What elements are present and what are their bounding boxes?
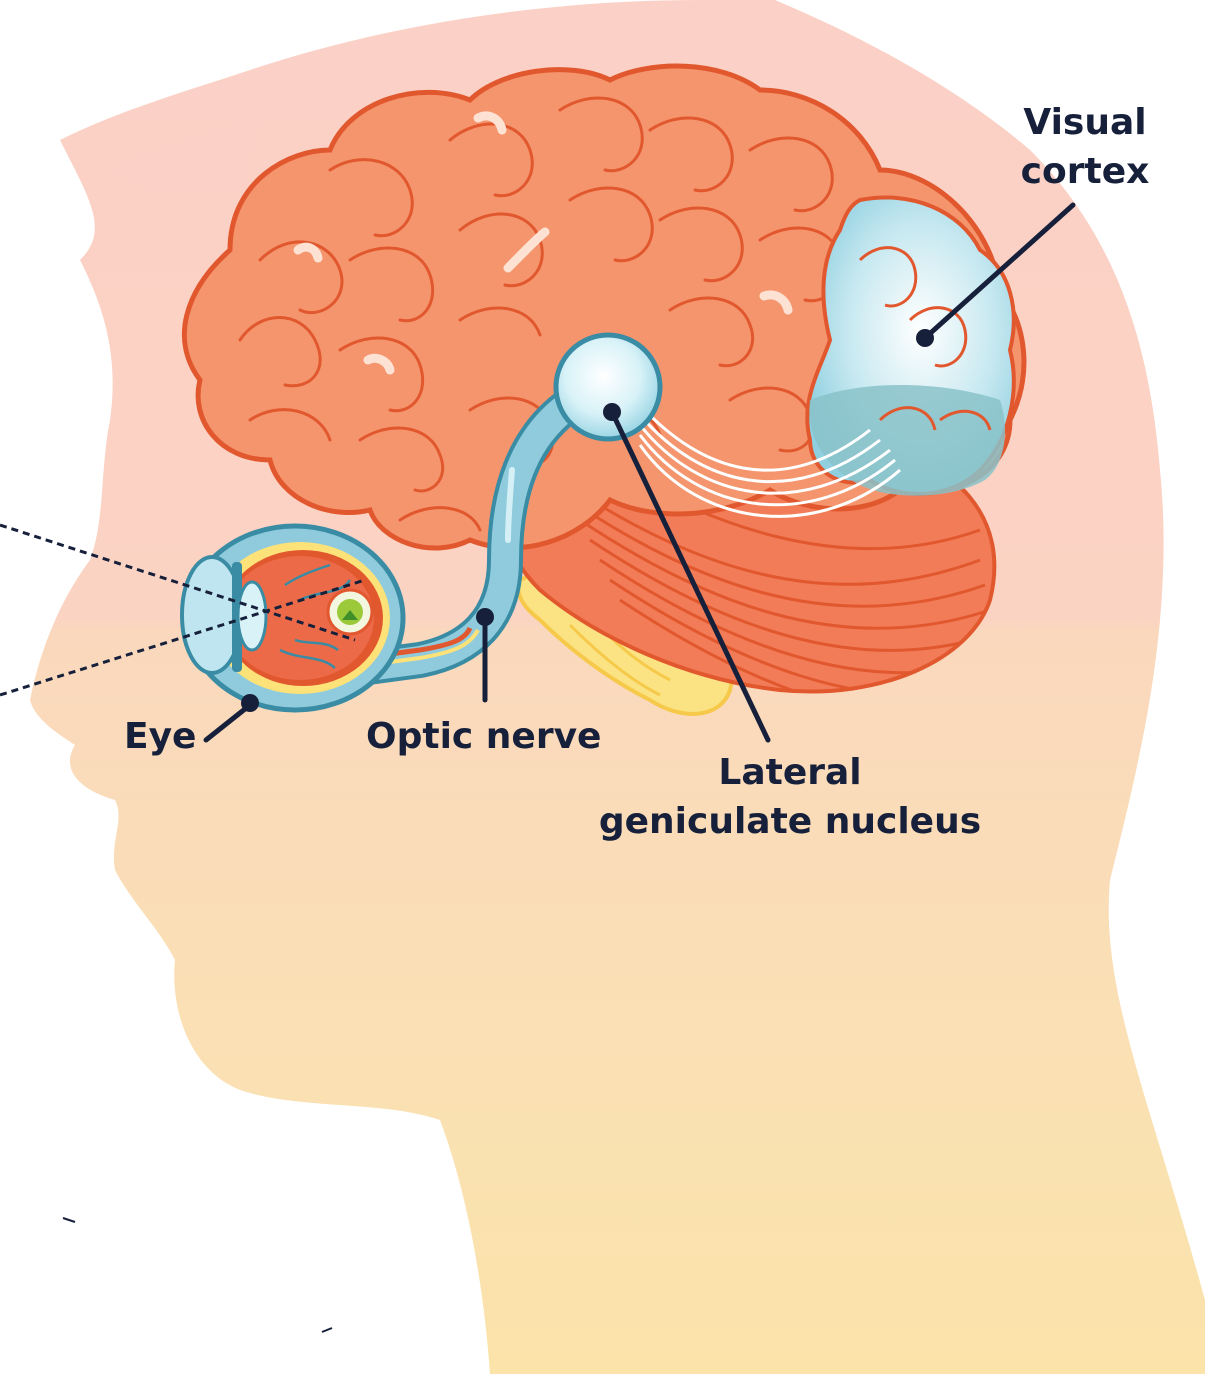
- label-visual-cortex-line2: cortex: [1010, 147, 1160, 196]
- label-lateral-geniculate-nucleus: Lateral geniculate nucleus: [590, 748, 990, 846]
- label-visual-cortex-line1: Visual: [1010, 98, 1160, 147]
- lgn-sphere: [556, 335, 660, 439]
- label-lgn-line2: geniculate nucleus: [590, 797, 990, 846]
- label-optic-nerve: Optic nerve: [366, 712, 601, 761]
- label-lgn-line1: Lateral: [590, 748, 990, 797]
- eye-illustration: [182, 526, 403, 710]
- label-eye: Eye: [124, 712, 196, 761]
- label-visual-cortex: Visual cortex: [1010, 98, 1160, 196]
